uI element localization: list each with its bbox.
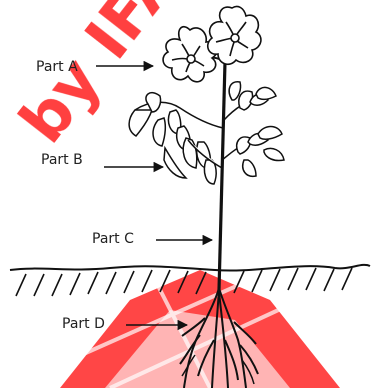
label-part-c-text: Part C [92, 231, 134, 247]
label-part-b-text: Part B [41, 152, 83, 168]
flowers [163, 6, 261, 81]
label-part-a-text: Part A [36, 59, 78, 75]
flower-left [163, 27, 217, 82]
label-part-b: Part B [41, 152, 163, 168]
stem [219, 62, 225, 290]
label-part-d-text: Part D [62, 316, 105, 332]
label-part-c: Part C [92, 231, 212, 247]
leaves [129, 82, 284, 184]
